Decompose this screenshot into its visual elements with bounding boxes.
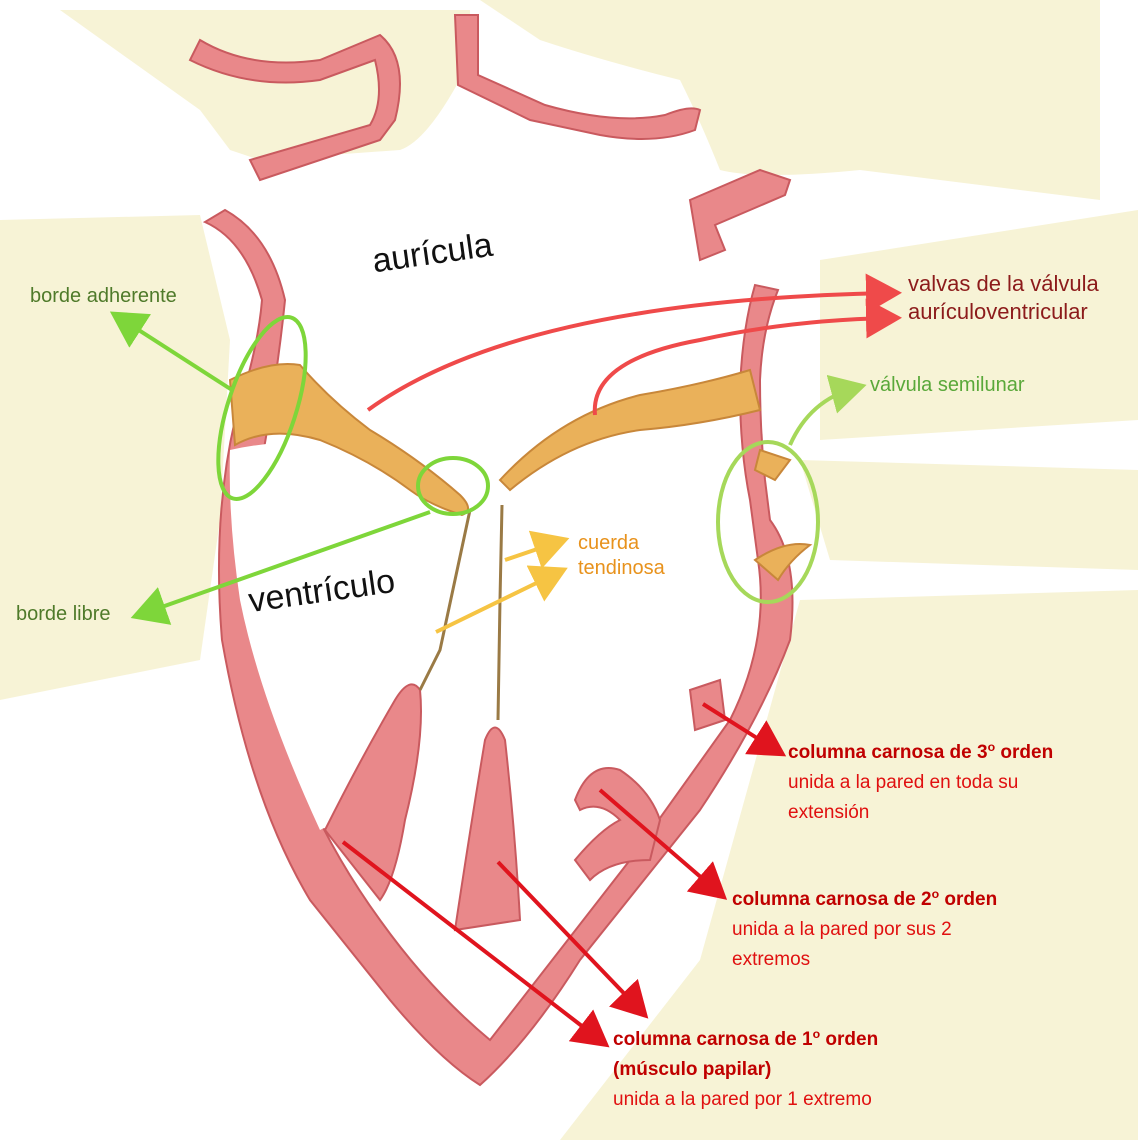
col1-desc: unida a la pared por 1 extremo [613, 1088, 878, 1112]
valvula-semilunar-label: válvula semilunar [870, 373, 1025, 398]
col3-desc-2: extensión [788, 801, 1053, 825]
cuerda-line-1: cuerda [578, 531, 665, 556]
col3-label: columna carnosa de 3o orden unida a la p… [788, 741, 1053, 824]
col1-title-2: (músculo papilar) [613, 1058, 878, 1082]
col3-title: columna carnosa de 3o orden [788, 741, 1053, 765]
col2-desc-1: unida a la pared por sus 2 [732, 918, 997, 942]
valve-arrows [368, 293, 890, 415]
valvas-line-1: valvas de la válvula [908, 270, 1099, 298]
col1-label: columna carnosa de 1o orden (músculo pap… [613, 1028, 878, 1111]
borde-libre-label: borde libre [16, 602, 111, 627]
col2-label: columna carnosa de 2o orden unida a la p… [732, 888, 997, 971]
cuerda-tendinosa-label: cuerda tendinosa [578, 531, 665, 581]
valvas-label: valvas de la válvula aurículoventricular [908, 270, 1099, 325]
col2-desc-2: extremos [732, 948, 997, 972]
col1-title: columna carnosa de 1o orden [613, 1028, 878, 1052]
cuerda-line-2: tendinosa [578, 556, 665, 581]
valvas-line-2: aurículoventricular [908, 298, 1099, 326]
col2-title: columna carnosa de 2o orden [732, 888, 997, 912]
borde-adherente-label: borde adherente [30, 284, 177, 309]
col3-desc-1: unida a la pared en toda su [788, 771, 1053, 795]
